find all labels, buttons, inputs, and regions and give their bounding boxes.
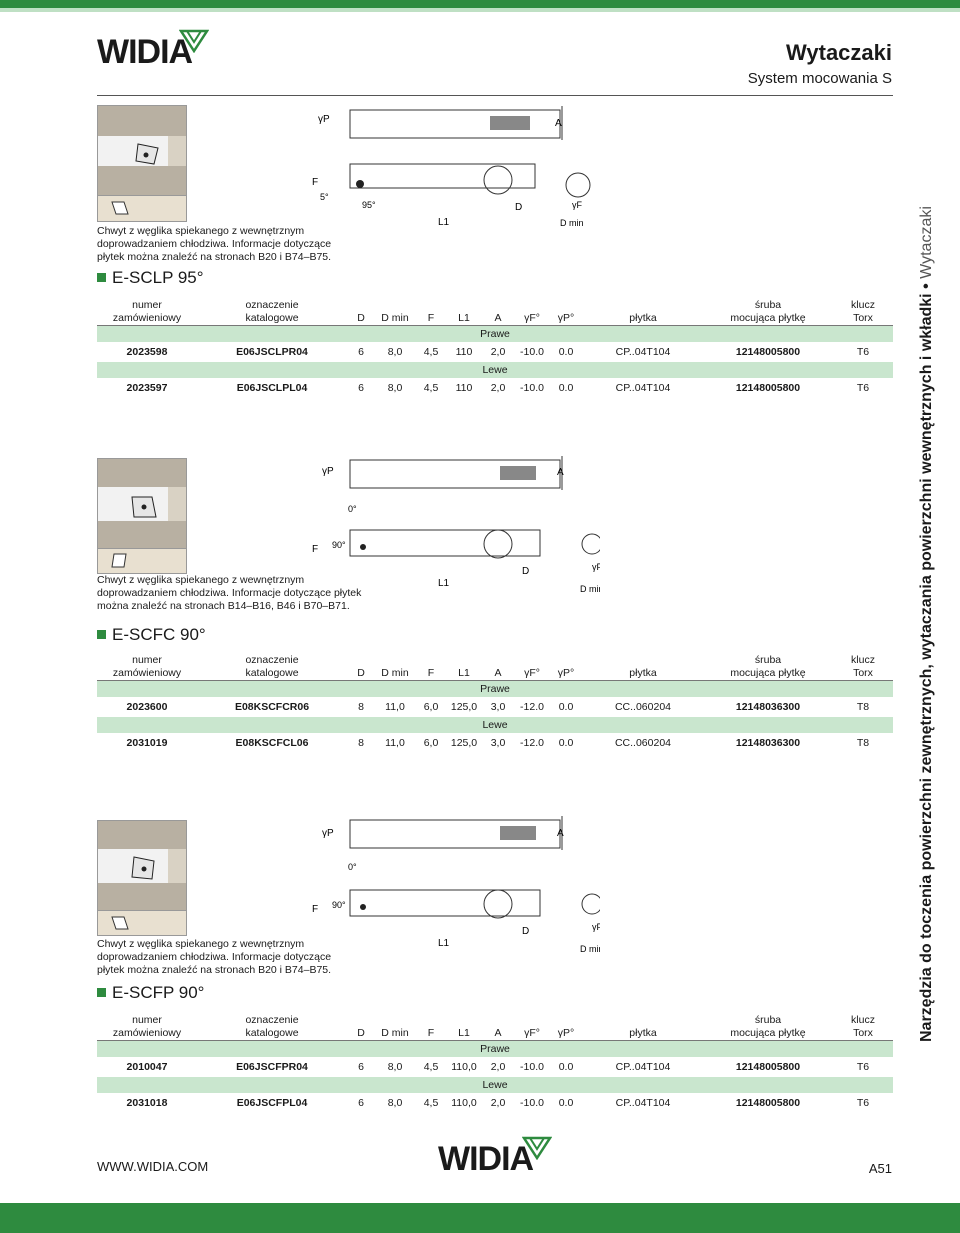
left-hand-row: Lewe — [97, 1077, 893, 1093]
section-2-title: E-SCFC 90° — [97, 625, 206, 645]
insert-photo-1 — [97, 195, 187, 222]
drawing-gf-label: γF — [572, 200, 583, 210]
drawing-gp-label: γP — [322, 466, 334, 477]
drawing-d-label: D — [515, 202, 522, 213]
logo-text: WIDIA — [97, 33, 193, 71]
drawing-dmin-label: D min — [580, 944, 600, 954]
bottom-green-band — [0, 1203, 960, 1233]
section-1-title: E-SCLP 95° — [97, 268, 204, 288]
section-3-title-text: E-SCFP 90° — [112, 983, 205, 1002]
drawing-a-label: A — [557, 467, 564, 478]
right-hand-row: Prawe — [97, 680, 893, 697]
section-2-description: Chwyt z węglika spiekanego z wewnętrznym… — [97, 574, 362, 612]
widia-logo-mark-icon — [522, 1136, 552, 1160]
drawing-d-label: D — [522, 926, 529, 937]
section-1-title-text: E-SCLP 95° — [112, 268, 204, 287]
side-category-text: Narzędzia do toczenia powierzchni zewnęt… — [918, 206, 936, 1042]
tool-photo-2 — [97, 458, 187, 550]
section-bullet-icon — [97, 988, 106, 997]
drawing-l1-label: L1 — [438, 938, 450, 949]
tool-drawing-1: γP A F 5° 95° L1 D γF D min — [312, 106, 591, 228]
drawing-f-label: F — [312, 544, 318, 555]
drawing-a-label: A — [555, 118, 562, 129]
right-hand-row: Prawe — [97, 325, 893, 342]
section-bullet-icon — [97, 630, 106, 639]
section-3-title: E-SCFP 90° — [97, 983, 204, 1003]
drawing-angle-label: 90° — [332, 540, 346, 550]
drawing-angle2-label: 0° — [348, 504, 357, 514]
page-title: Wytaczaki — [786, 40, 892, 65]
drawing-gp-label: γP — [318, 114, 330, 125]
widia-logo-mark-icon — [179, 29, 209, 53]
top-light-band — [0, 8, 960, 12]
footer-website-link[interactable]: WWW.WIDIA.COM — [97, 1159, 209, 1174]
right-hand-row: Prawe — [97, 1040, 893, 1057]
tool-photo-3 — [97, 820, 187, 912]
drawing-f-label: F — [312, 177, 318, 188]
left-hand-row: Lewe — [97, 362, 893, 378]
side-text-main: Narzędzia do toczenia powierzchni zewnęt… — [918, 293, 935, 1042]
drawing-d-label: D — [522, 566, 529, 577]
footer-logo: WIDIA — [438, 1136, 552, 1179]
drawing-l1-label: L1 — [438, 217, 450, 228]
drawing-l1-label: L1 — [438, 578, 450, 589]
side-text-separator: • — [918, 283, 935, 289]
drawing-gf-label: γF — [592, 922, 600, 932]
insert-photo-2 — [97, 548, 187, 574]
section-3-description: Chwyt z węglika spiekanego z wewnętrznym… — [97, 938, 332, 976]
side-text-light: Wytaczaki — [918, 206, 935, 279]
left-hand-row: Lewe — [97, 717, 893, 733]
tool-drawing-2: γP A 0° F 90° L1 D γF D min — [312, 456, 600, 594]
drawing-gf-label: γF — [592, 562, 600, 572]
drawing-dmin-label: D min — [560, 218, 584, 228]
section-1-description: Chwyt z węglika spiekanego z wewnętrznym… — [97, 225, 332, 263]
top-green-band — [0, 0, 960, 8]
drawing-angle-label: 95° — [362, 200, 376, 210]
drawing-angle2-label: 0° — [348, 862, 357, 872]
section-2-title-text: E-SCFC 90° — [112, 625, 206, 644]
drawing-angle-label: 90° — [332, 900, 346, 910]
page-number: A51 — [868, 1161, 892, 1176]
drawing-f-label: F — [312, 904, 318, 915]
section-bullet-icon — [97, 273, 106, 282]
widia-logo: WIDIA — [97, 29, 209, 72]
tool-photo-1 — [97, 105, 187, 197]
insert-photo-3 — [97, 910, 187, 936]
drawing-gp-label: γP — [322, 828, 334, 839]
drawing-a-label: A — [557, 828, 564, 839]
header-rule — [97, 95, 893, 96]
footer-logo-text: WIDIA — [438, 1140, 534, 1178]
tool-drawing-3: γP A 0° F 90° L1 D γF D min — [312, 816, 600, 954]
drawing-angle2-label: 5° — [320, 192, 329, 202]
page-subtitle: System mocowania S — [747, 70, 892, 87]
drawing-dmin-label: D min — [580, 584, 600, 594]
